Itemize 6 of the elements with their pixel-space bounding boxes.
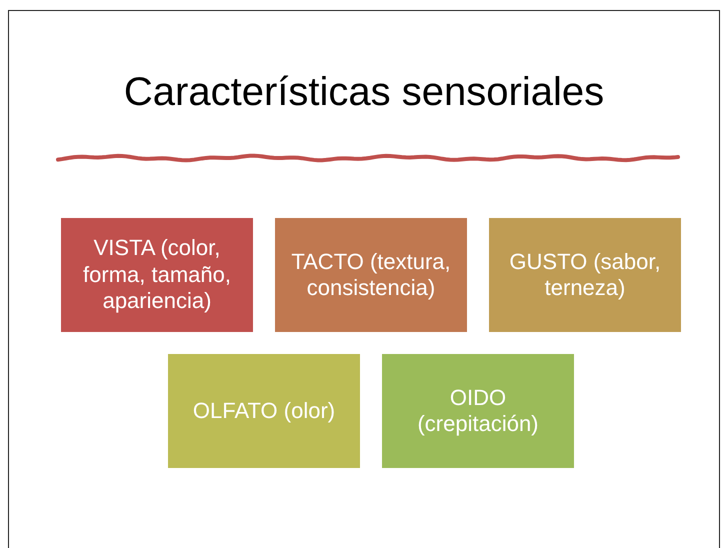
category-box: VISTA (color, forma, tamaño, apariencia) [61, 218, 253, 332]
category-box: TACTO (textura, consistencia) [275, 218, 467, 332]
slide-title: Características sensoriales [122, 70, 606, 115]
category-box: OIDO (crepitación) [382, 354, 574, 468]
category-box: OLFATO (olor) [168, 354, 360, 468]
category-box: GUSTO (sabor, terneza) [489, 218, 681, 332]
